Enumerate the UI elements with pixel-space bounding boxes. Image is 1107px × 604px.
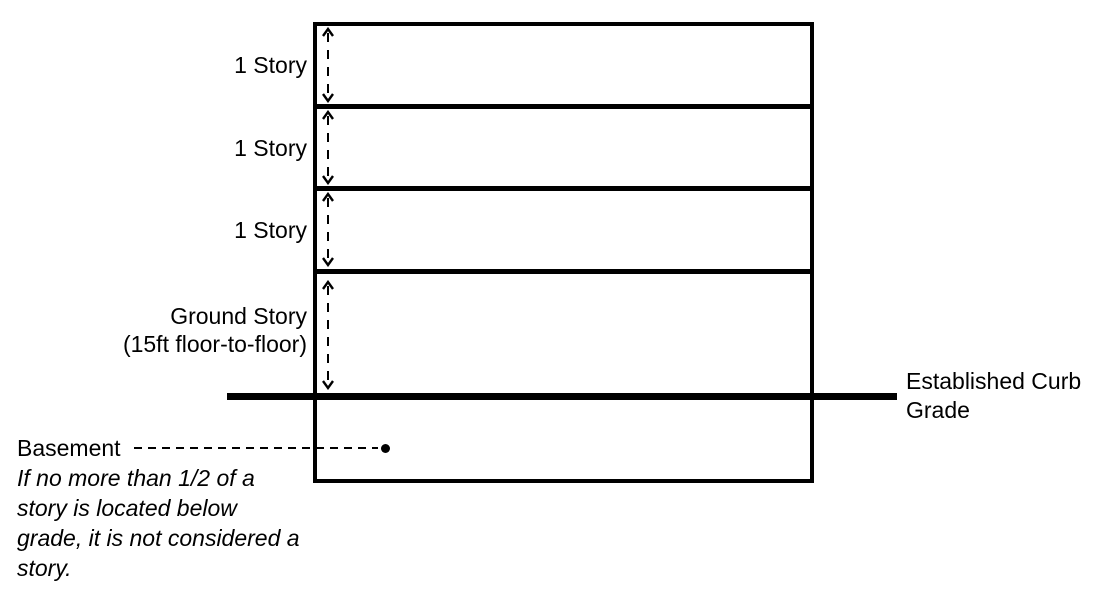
basement-note-line: If no more than 1/2 of a — [17, 465, 255, 491]
story-label-1: 1 Story — [234, 52, 307, 78]
story-height-arrow-icon — [322, 192, 334, 267]
curb-grade-line — [227, 393, 897, 400]
basement-note-line: grade, it is not considered a — [17, 525, 300, 551]
floor-divider-line — [313, 186, 814, 191]
story-height-arrow-icon — [322, 280, 334, 390]
ground-story-label-line1: Ground Story — [170, 303, 307, 329]
story-label-3: 1 Story — [234, 217, 307, 243]
basement-marker-dot — [381, 444, 390, 453]
ground-story-label: Ground Story (15ft floor-to-floor) — [0, 302, 307, 358]
curb-grade-label: Established Curb Grade — [906, 367, 1081, 425]
floor-divider-line — [313, 269, 814, 274]
building-outline — [313, 22, 814, 483]
ground-story-label-line2: (15ft floor-to-floor) — [122, 331, 307, 357]
curb-grade-label-line2: Grade — [906, 397, 970, 423]
curb-grade-label-line1: Established Curb — [906, 368, 1082, 394]
basement-label: Basement — [17, 435, 121, 461]
basement-note: If no more than 1/2 of a story is locate… — [17, 463, 300, 583]
basement-note-line: story is located below — [17, 495, 237, 521]
basement-leader-line — [134, 447, 378, 449]
floor-divider-line — [313, 104, 814, 109]
basement-note-line: story. — [17, 555, 72, 581]
story-height-arrow-icon — [322, 27, 334, 103]
story-label-2: 1 Story — [234, 135, 307, 161]
story-height-arrow-icon — [322, 110, 334, 185]
